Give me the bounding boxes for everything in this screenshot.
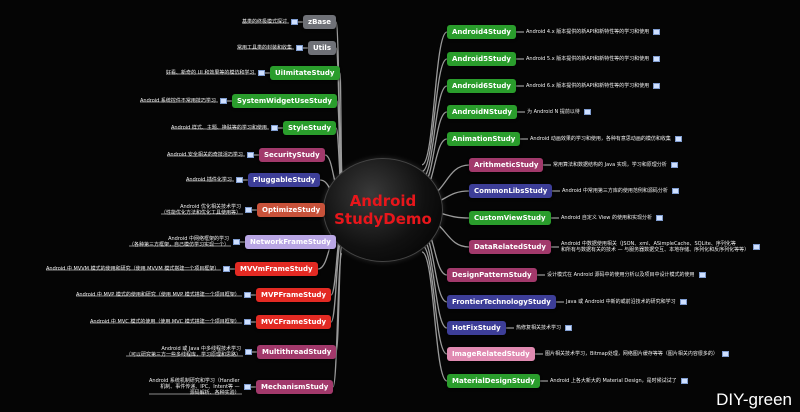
node-description: Android 中 MVC 模式的使用（使用 MVC 模式搭建一个项目框架）	[90, 319, 240, 325]
note-icon[interactable]	[245, 349, 252, 355]
node-description: Android 动画效果的学习和使用，各种有意思动画的模仿和收集	[530, 136, 671, 142]
node-z-base[interactable]: zBase	[303, 15, 337, 29]
node-description: Android 或 Java 中多线程技术学习 （可以研究第三方一些多线程库，学…	[126, 346, 242, 358]
node-data-related-study[interactable]: DataRelatedStudy	[469, 240, 551, 254]
node-description: 图片相关技术学习，Bitmap处理，网络图片缓存等等（图片相关内容很多的）	[545, 351, 718, 357]
center-title: Android StudyDemo	[334, 192, 432, 228]
node-android5-study[interactable]: Android5Study	[447, 52, 516, 66]
node-multithread-study[interactable]: MultithreadStudy	[257, 345, 337, 359]
note-icon[interactable]	[680, 299, 687, 305]
note-icon[interactable]	[675, 136, 682, 142]
node-description: 常用工具类的封装和收集	[237, 45, 293, 51]
node-description: Android 安全相关的奇技淫巧学习	[167, 152, 243, 158]
note-icon[interactable]	[223, 266, 230, 272]
node-frontier-technology-study[interactable]: FrontierTechnologyStudy	[447, 295, 556, 309]
note-icon[interactable]	[722, 351, 729, 357]
node-android4-study[interactable]: Android4Study	[447, 25, 516, 39]
node-utils[interactable]: Utils	[308, 41, 336, 55]
note-icon[interactable]	[245, 207, 252, 213]
node-arithmetic-study[interactable]: ArithmeticStudy	[469, 158, 544, 172]
node-description: Android 系统控件不常用技巧学习	[140, 98, 216, 104]
node-mvvm-frame-study[interactable]: MVVmFrameStudy	[235, 262, 318, 276]
note-icon[interactable]	[656, 215, 663, 221]
branch-line	[421, 244, 448, 355]
node-description: 为 Android N 提前以待	[527, 109, 580, 115]
node-security-study[interactable]: SecurityStudy	[259, 148, 325, 162]
node-description: Android 中 MVP 模式的使用和研究（使用 MVP 模式搭建一个项目框架…	[76, 292, 240, 298]
node-android-nstudy[interactable]: AndroidNStudy	[447, 105, 517, 119]
note-icon[interactable]	[753, 244, 760, 250]
node-android6-study[interactable]: Android6Study	[447, 79, 516, 93]
note-icon[interactable]	[681, 378, 688, 384]
node-description: 常用算法和数据结构的 Java 实现，学习和原理分析	[553, 162, 667, 168]
note-icon[interactable]	[671, 162, 678, 168]
note-icon[interactable]	[653, 83, 660, 89]
node-description: 好看、新奇的 UI 和效果等的模仿和学习	[166, 70, 255, 76]
node-custom-view-study[interactable]: CustomViewStudy	[469, 211, 551, 225]
node-description: 基类的终极模式探讨	[242, 19, 288, 25]
note-icon[interactable]	[653, 56, 660, 62]
note-icon[interactable]	[271, 125, 278, 131]
node-optimize-study[interactable]: OptimizeStudy	[257, 203, 326, 217]
node-ui-imitate-study[interactable]: UiImitateStudy	[270, 66, 340, 80]
node-style-study[interactable]: StyleStudy	[283, 121, 337, 135]
note-icon[interactable]	[244, 292, 251, 298]
note-icon[interactable]	[653, 29, 660, 35]
note-icon[interactable]	[291, 19, 298, 25]
note-icon[interactable]	[672, 188, 679, 194]
node-description: Android 5.x 版本提供的新API和新特性等的学习和使用	[526, 56, 650, 62]
node-description: Android 中 MVVM 模式的使用和研究（使用 MVVM 模式搭建一个项目…	[46, 266, 220, 272]
node-network-frame-study[interactable]: NetworkFrameStudy	[245, 235, 336, 249]
branch-line	[330, 236, 343, 323]
note-icon[interactable]	[247, 152, 254, 158]
node-description: 热修复相关技术学习	[516, 325, 562, 331]
note-icon[interactable]	[296, 45, 303, 51]
node-image-related-study[interactable]: ImageRelatedStudy	[447, 347, 535, 361]
node-description: Android 上各大新大的 Material Design，是时候试试了	[550, 378, 677, 384]
note-icon[interactable]	[258, 70, 265, 76]
node-mechanism-study[interactable]: MechanismStudy	[256, 380, 334, 394]
center-node[interactable]: Android StudyDemo	[323, 158, 443, 262]
node-description: Android 自定义 View 的使用和实现分析	[561, 215, 652, 221]
node-mvcframe-study[interactable]: MVCFrameStudy	[256, 315, 332, 329]
note-icon[interactable]	[233, 239, 240, 245]
node-description: Android 系统机制研究和学习（Handler 机制、事件传递、IPC、In…	[149, 378, 240, 396]
node-material-design-study[interactable]: MaterialDesignStudy	[447, 374, 540, 388]
node-description: Android 优化相关技术学习 （性能优化方法和优化工具使用等）	[161, 204, 242, 216]
node-description: Android 6.x 版本提供的新API和新特性等的学习和使用	[526, 83, 650, 89]
note-icon[interactable]	[565, 325, 572, 331]
branch-line	[421, 58, 448, 173]
node-description: 设计模式在 Android 源码中的使用分析以及项目中设计模式的使用	[547, 272, 695, 278]
note-icon[interactable]	[244, 384, 251, 390]
branch-line	[421, 31, 448, 166]
note-icon[interactable]	[699, 272, 706, 278]
note-icon[interactable]	[244, 319, 251, 325]
node-design-pattern-study[interactable]: DesignPatternStudy	[447, 268, 537, 282]
node-description: Android 4.x 版本提供的新API和新特性等的学习和使用	[526, 29, 650, 35]
node-animation-study[interactable]: AnimationStudy	[447, 132, 521, 146]
node-description: Java 或 Android 中新的或前沿技术的研究和学习	[566, 299, 676, 305]
branch-line	[332, 252, 343, 388]
node-description: Android 样式、主题、换肤等的学习和使用	[171, 125, 267, 131]
note-icon[interactable]	[236, 177, 243, 183]
node-description: Android 插件化学习	[186, 177, 232, 183]
node-hot-fix-study[interactable]: HotFixStudy	[447, 321, 506, 335]
branch-line	[421, 251, 448, 382]
node-mvpframe-study[interactable]: MVPFrameStudy	[256, 288, 332, 302]
node-description: Android 中常用第三方库的使用范例和源码分析	[562, 188, 668, 194]
note-icon[interactable]	[584, 109, 591, 115]
node-description: Android 中数据使用相关（JSON、xml、ASimpleCache、SQ…	[561, 241, 750, 253]
watermark: DIY-green	[716, 390, 792, 409]
note-icon[interactable]	[220, 98, 227, 104]
node-pluggable-study[interactable]: PluggableStudy	[248, 173, 321, 187]
node-common-libs-study[interactable]: CommonLibsStudy	[469, 184, 553, 198]
node-description: Android 中网络框架的学习 （各种第三方框架，自己模仿学习实现一个）	[129, 236, 230, 248]
node-system-widget-use-study[interactable]: SystemWidgetUseStudy	[232, 94, 337, 108]
